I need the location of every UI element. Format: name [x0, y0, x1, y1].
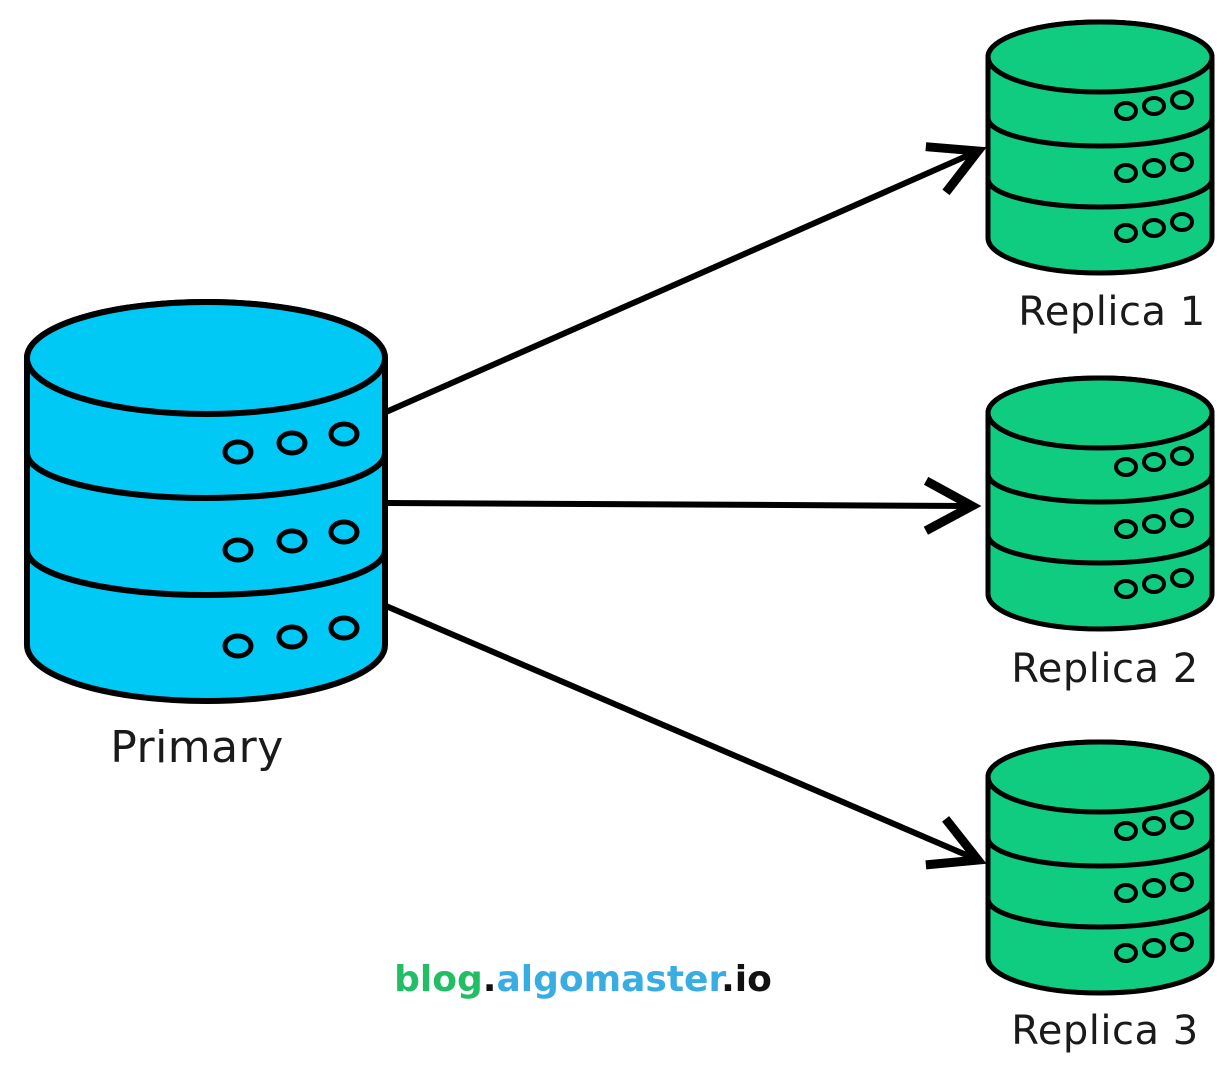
arrow-primary-to-replica2: [387, 476, 982, 535]
replica3-db-icon: [988, 742, 1212, 993]
replica1-db-icon: [988, 22, 1212, 273]
primary-db-icon: [24, 299, 388, 704]
replication-arrows: [384, 142, 987, 870]
replica2-db-icon: [988, 378, 1212, 629]
watermark: blog.algomaster.io: [394, 959, 772, 1000]
replica3-label: Replica 3: [1011, 1008, 1198, 1054]
watermark-dot2: .: [721, 959, 735, 1000]
arrow-primary-to-replica3: [384, 603, 987, 870]
replica2-label: Replica 2: [1011, 646, 1198, 692]
primary-label: Primary: [110, 722, 284, 773]
replica1-label: Replica 1: [1018, 289, 1205, 335]
watermark-dot1: .: [483, 959, 497, 1000]
watermark-algomaster: algomaster: [496, 959, 726, 1000]
watermark-blog: blog: [394, 959, 483, 1000]
watermark-io: io: [735, 959, 772, 1000]
arrow-primary-to-replica1: [384, 142, 987, 415]
